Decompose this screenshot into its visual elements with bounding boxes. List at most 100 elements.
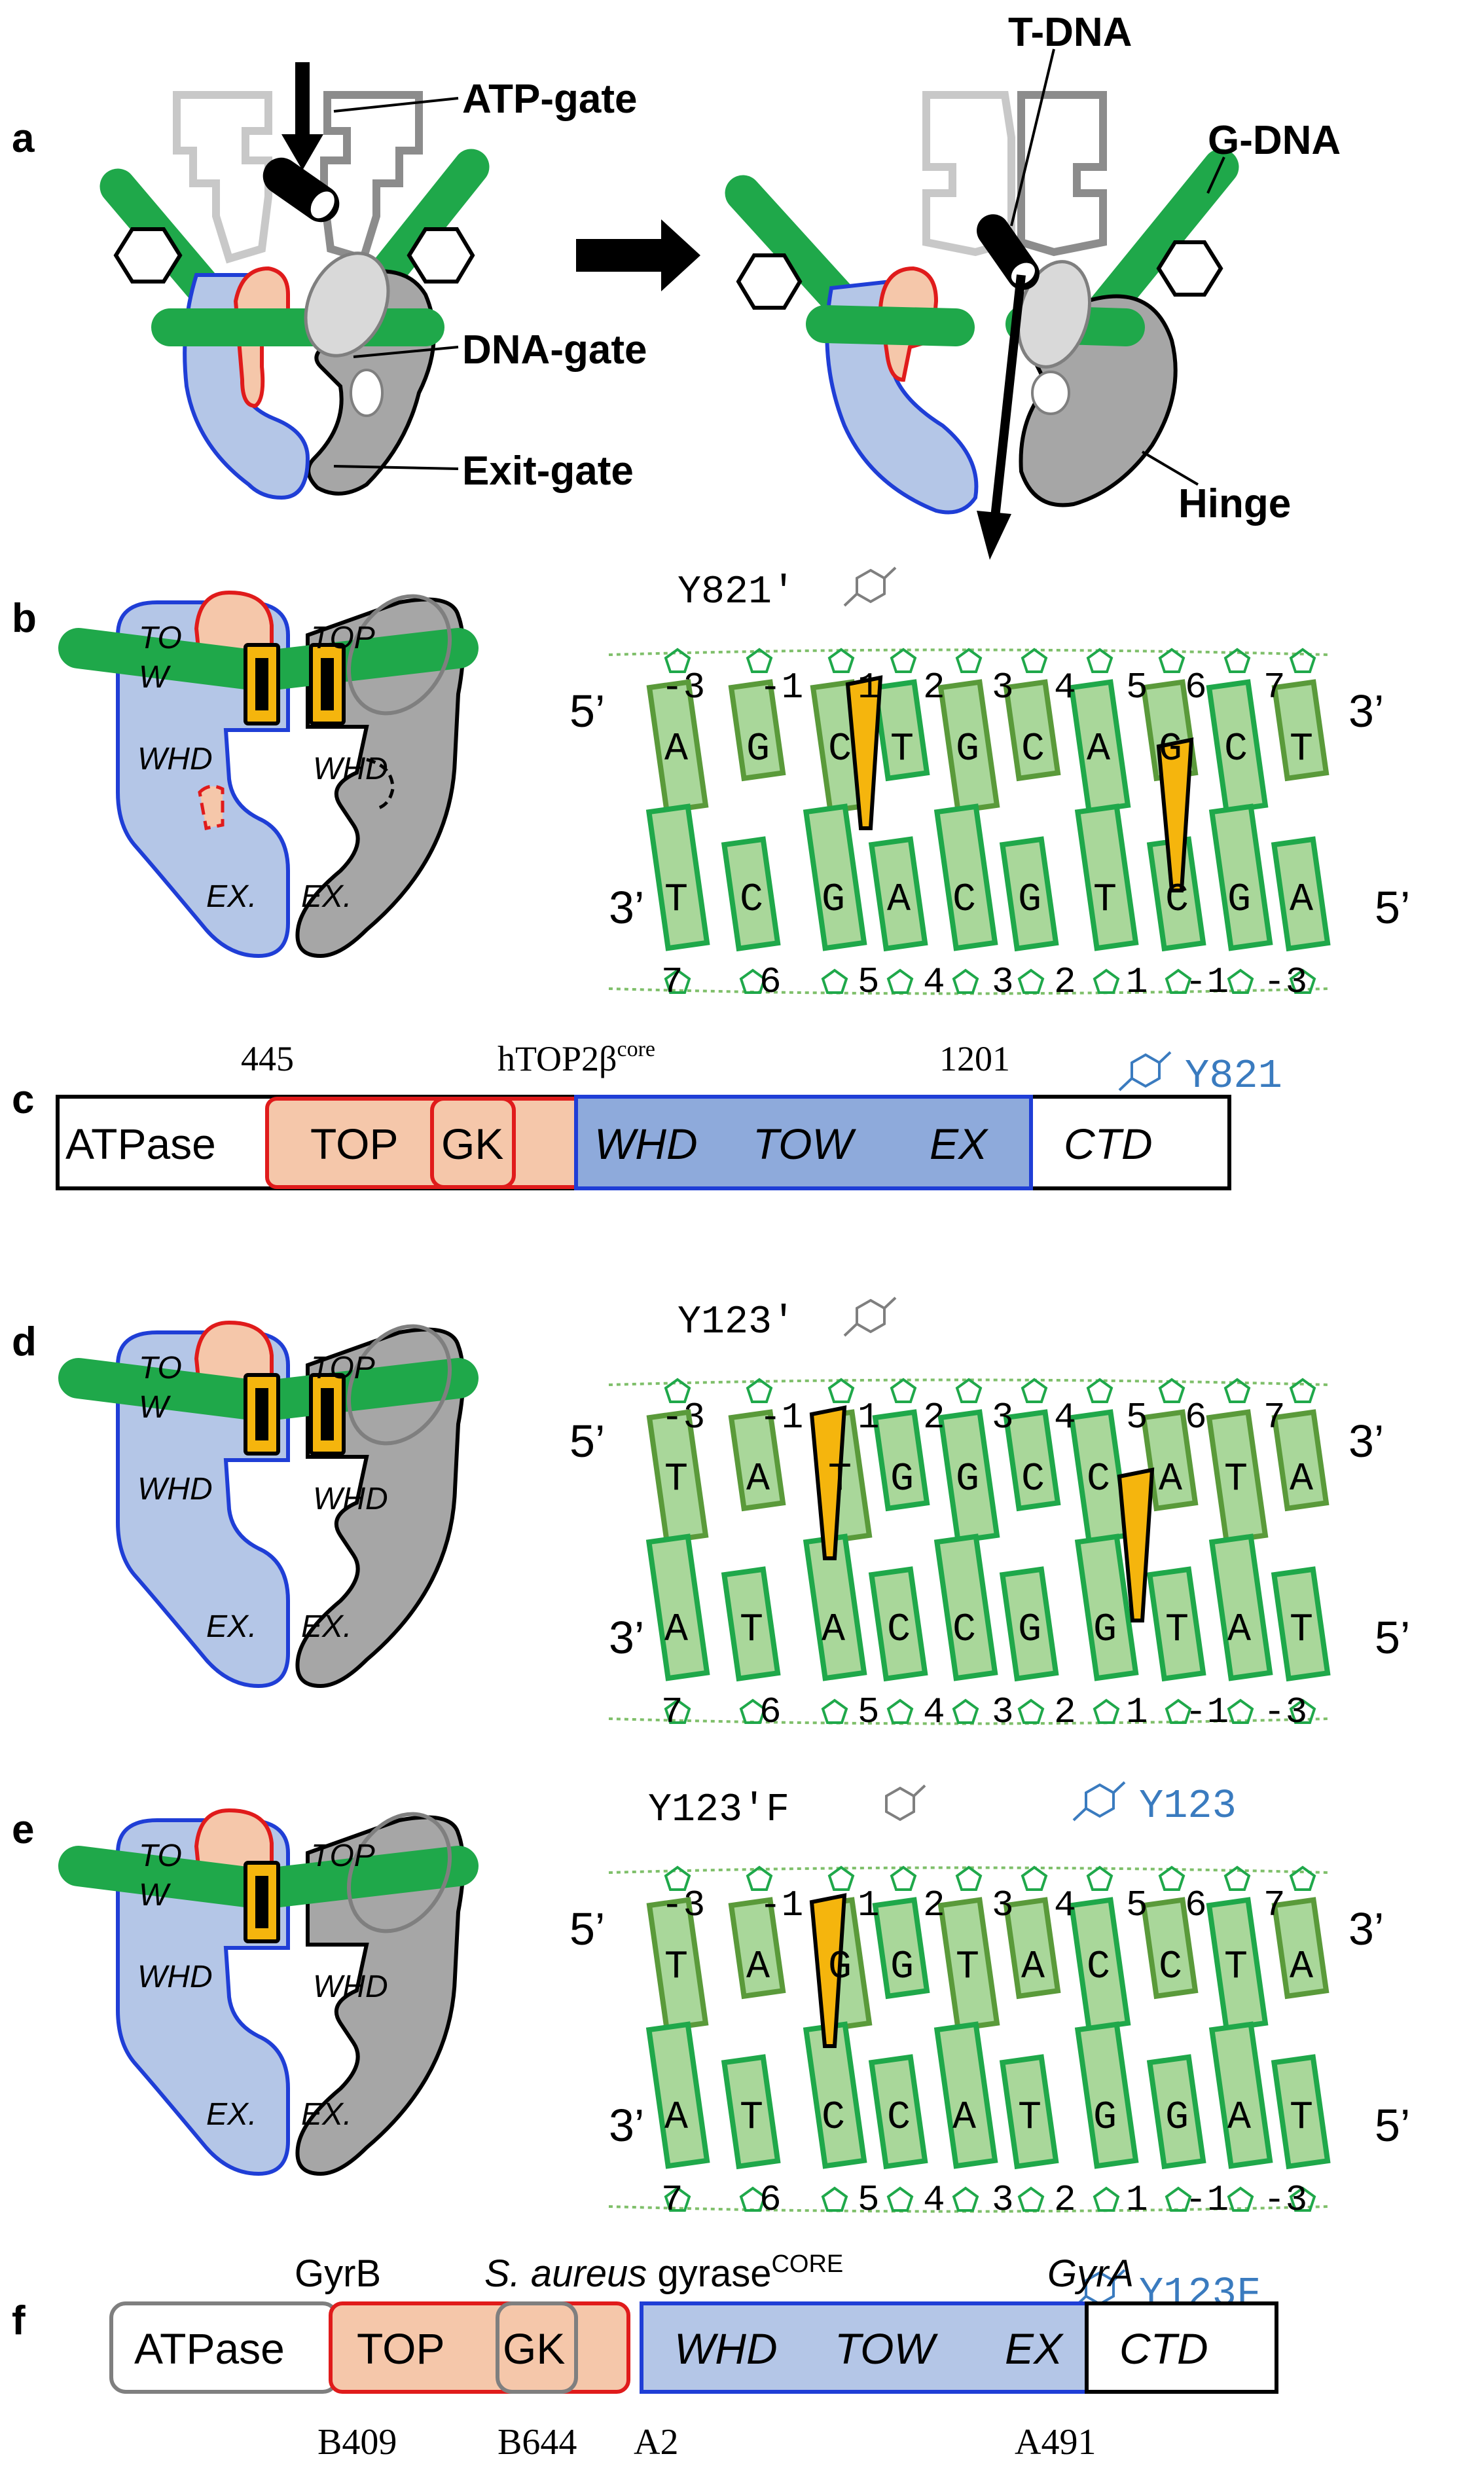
seq-bottom-letter: G [1018, 1608, 1041, 1653]
seq-top-letter: A [1087, 727, 1110, 772]
sugar-ring [952, 2186, 979, 2212]
sugar-ring [955, 1378, 983, 1403]
label-whd-right: WHD [313, 1969, 388, 2004]
seq-top-letter: A [1290, 1945, 1313, 1990]
sugar-ring [1227, 2186, 1254, 2212]
seq-top-letter: A [746, 1945, 770, 1990]
tyrosine-ring-icon [885, 1786, 915, 1822]
sugar-ring [1017, 968, 1045, 994]
sugar-ring [739, 1698, 767, 1724]
c-ctd-label: CTD [1064, 1120, 1153, 1168]
label-ex-left: EX. [206, 2097, 257, 2132]
label-top: TOP [311, 621, 375, 655]
label-ex-left: EX. [206, 1609, 257, 1644]
position-number-top: 5 [1126, 1884, 1148, 1926]
position-number-top: 4 [1054, 1397, 1076, 1438]
position-number-top: 4 [1054, 1884, 1076, 1926]
c-top-label: TOP [310, 1120, 398, 1168]
atp-gate-closed-left [922, 91, 1015, 257]
panel-letter-e: e [12, 1807, 34, 1852]
panel-f: f GyrB S. aureus gyraseCORE GyrA ATPase … [12, 2250, 1278, 2463]
sugar-ring [1223, 1378, 1251, 1403]
sugar-ring [1223, 1865, 1251, 1891]
position-number-bottom: -3 [1263, 961, 1307, 1003]
seq-bottom-letter: A [952, 2096, 976, 2140]
seq-bottom-letter: A [1227, 2096, 1251, 2140]
seq-bottom-letter: C [1165, 878, 1189, 923]
f-whd-label: WHD [674, 2324, 778, 2373]
top-domain-lower [198, 784, 225, 830]
sugar-ring [664, 1698, 691, 1724]
position-number-bottom: 4 [923, 2179, 945, 2221]
base-bottom [1208, 1533, 1273, 1681]
position-number-bottom: 3 [992, 2179, 1014, 2221]
sugar-ring [1021, 1378, 1048, 1403]
c-whd-label: WHD [594, 1120, 698, 1168]
atp-gate-closed-right [1017, 91, 1107, 257]
base-bottom [999, 1566, 1059, 1682]
tower-hexagon-left [113, 227, 183, 284]
seq-bottom-letter: T [1290, 2096, 1313, 2140]
label-3prime-top: 3’ [1348, 1416, 1384, 1467]
sugar-ring [1289, 968, 1316, 994]
tyrosine-label-top: Y821′ [678, 570, 795, 615]
f-gyrase: gyrase [647, 2252, 771, 2295]
c-start-position: 445 [241, 1039, 294, 1078]
seq-top-letter: C [1021, 1457, 1045, 1502]
label-3prime-top: 3’ [1348, 1903, 1384, 1954]
base-bottom [933, 1533, 998, 1681]
position-number-bottom: 1 [1126, 2179, 1148, 2221]
g-dna-closed-right-arm [1088, 149, 1239, 326]
leader-g-dna [1206, 156, 1225, 194]
position-number-top: 1 [858, 1397, 880, 1438]
seq-bottom-letter: T [740, 2096, 763, 2140]
sugar-ring [1165, 1698, 1192, 1724]
base-bottom [1074, 803, 1139, 951]
position-number-top: 7 [1263, 1397, 1286, 1438]
seq-bottom-letter: G [1093, 2096, 1117, 2140]
position-number-bottom: 5 [858, 961, 880, 1003]
sugar-ring [746, 648, 773, 673]
sugar-ring [955, 648, 983, 673]
panel-letter-c: c [12, 1077, 34, 1122]
label-t-dna: T-DNA [1008, 10, 1132, 55]
position-number-bottom: 6 [759, 1691, 782, 1733]
base-bottom [1208, 803, 1273, 951]
position-number-top: 4 [1054, 667, 1076, 708]
seq-bottom-letter: G [1227, 878, 1251, 923]
sugar-ring [1093, 2186, 1120, 2212]
seq-bottom-letter: T [1290, 1608, 1313, 1653]
seq-bottom-letter: G [822, 878, 845, 923]
sugar-ring [1021, 648, 1048, 673]
tyrosine-methyl [883, 1296, 897, 1310]
seq-top-letter: C [828, 727, 852, 772]
sugar-ring [886, 1698, 914, 1724]
sugar-ring [739, 968, 767, 994]
base-bottom [1271, 836, 1331, 952]
sugar-ring [827, 1865, 855, 1891]
topo-cartoon-closed [725, 48, 1239, 560]
position-number-bottom: 6 [759, 961, 782, 1003]
f-gk-box [496, 2301, 578, 2394]
sugar-ring [952, 968, 979, 994]
leader-atp-gate [333, 97, 459, 113]
position-number-bottom: 5 [858, 2179, 880, 2221]
base-bottom [1146, 1566, 1206, 1682]
sugar-ring [1017, 1698, 1045, 1724]
f-species: S. aureus [484, 2252, 647, 2295]
exit-arrow-shaft [990, 274, 1026, 518]
position-number-bottom: -1 [1185, 2179, 1229, 2221]
position-number-bottom: 7 [661, 2179, 683, 2221]
cleavage-wedge-1 [809, 1405, 847, 1560]
tyrosine-methyl [1112, 1781, 1126, 1794]
position-number-bottom: 2 [1054, 2179, 1076, 2221]
leader-dna-gate [353, 346, 459, 358]
tyrosine-link [843, 593, 858, 607]
c-tow-label: TOW [753, 1120, 856, 1168]
position-number-bottom: 7 [661, 961, 683, 1003]
seq-bottom-letter: A [887, 878, 911, 923]
seq-top-letter: T [1224, 1945, 1248, 1990]
position-number-bottom: 3 [992, 1691, 1014, 1733]
